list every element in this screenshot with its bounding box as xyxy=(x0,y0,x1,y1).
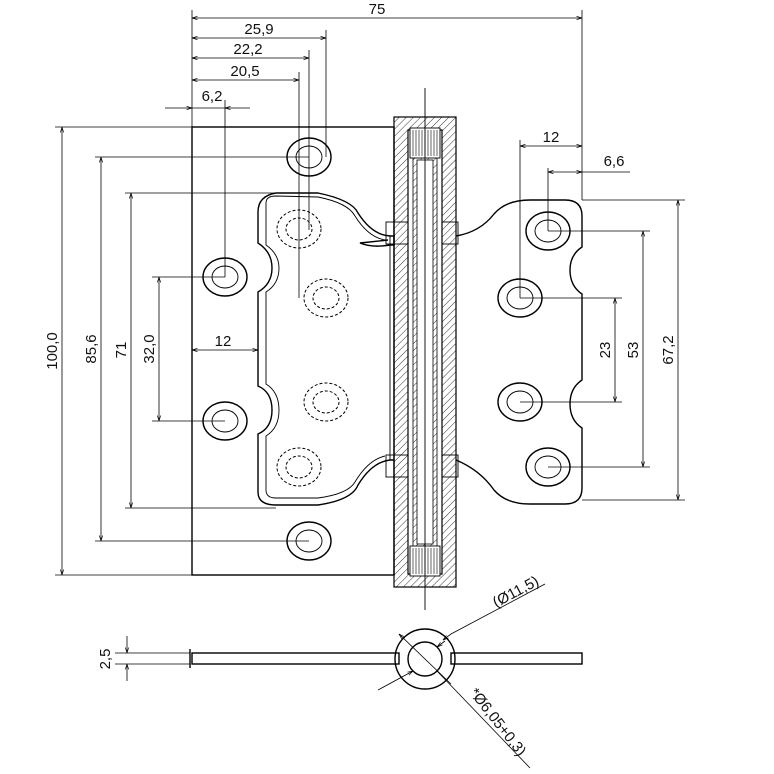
dim-22-2: 22,2 xyxy=(233,41,262,58)
dim-53: 53 xyxy=(625,342,642,359)
dim-75: 75 xyxy=(369,1,386,18)
dim-20-5: 20,5 xyxy=(230,63,259,80)
dim-100-0: 100,0 xyxy=(44,332,61,370)
left-dimensions: 100,0 85,6 71 32,0 12 xyxy=(44,126,394,576)
side-view: 2,5 (Ø11,5) *Ø6,05+0,3) xyxy=(97,573,583,769)
screw-hole-inner-3 xyxy=(303,382,349,422)
screw-hole-inner-4 xyxy=(276,447,322,487)
right-leaf-plate xyxy=(455,199,583,505)
dim-phi-11-5: (Ø11,5) xyxy=(490,573,542,611)
inner-leaf-plate xyxy=(257,192,395,506)
dim-phi-6-05: *Ø6,05+0,3) xyxy=(466,685,529,760)
hinge-knuckle-section xyxy=(385,88,459,610)
dim-2-5: 2,5 xyxy=(97,649,114,670)
dim-6-6: 6,6 xyxy=(604,153,625,170)
dim-23: 23 xyxy=(597,342,614,359)
dim-32-0: 32,0 xyxy=(141,334,158,363)
dim-12-left: 12 xyxy=(215,333,232,350)
dim-71: 71 xyxy=(113,342,130,359)
screw-hole-inner-2 xyxy=(303,278,349,318)
dim-12-top: 12 xyxy=(543,129,560,146)
dim-67-2: 67,2 xyxy=(660,335,677,364)
dim-25-9: 25,9 xyxy=(244,21,273,38)
right-dimensions: 23 53 67,2 xyxy=(520,199,685,501)
dim-85-6: 85,6 xyxy=(83,334,100,363)
top-dimensions: 75 25,9 22,2 20,5 6,2 12 6,6 xyxy=(165,1,630,298)
dim-6-2: 6,2 xyxy=(202,88,223,105)
